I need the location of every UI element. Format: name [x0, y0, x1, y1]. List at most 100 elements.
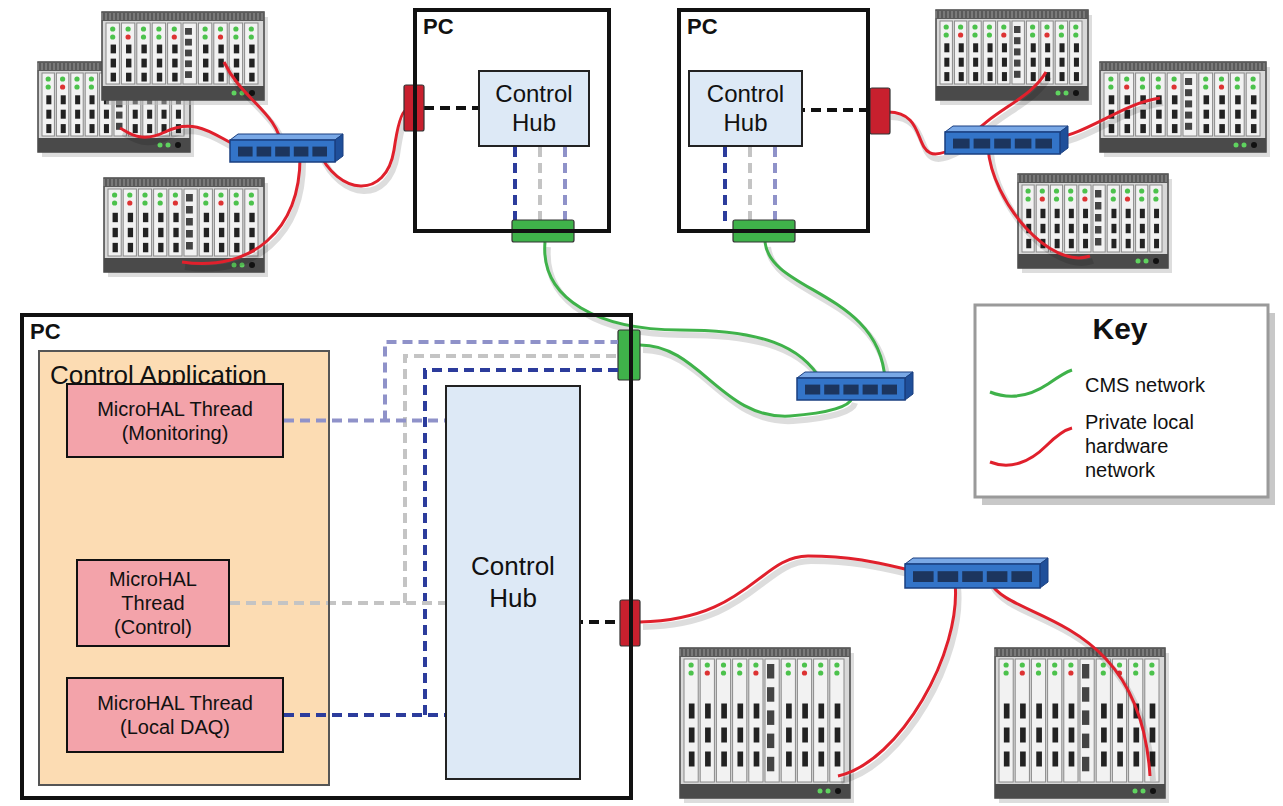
crate-vent: [688, 649, 689, 656]
node-label: MicroHAL Thread (Monitoring): [68, 394, 282, 448]
crate-vent: [800, 649, 801, 656]
crate-vent: [190, 13, 191, 20]
crate-button: [1153, 258, 1159, 264]
crate-vent: [78, 63, 79, 70]
crate-vent: [252, 179, 253, 186]
card: [138, 189, 151, 256]
crate-vent: [134, 13, 135, 20]
switch-port: [843, 385, 858, 395]
crate-vent: [1078, 175, 1079, 182]
card-slot: [75, 110, 80, 119]
crate-vent: [172, 179, 173, 186]
card-slot: [1074, 72, 1079, 81]
crate-vent: [1163, 649, 1164, 656]
card-slot: [143, 243, 148, 252]
card-slot: [1040, 224, 1045, 233]
crate-vent: [1080, 11, 1081, 18]
legend: [990, 370, 1072, 465]
card-slot: [973, 58, 978, 67]
card-led: [972, 24, 977, 29]
crate-led: [1141, 789, 1146, 794]
card-slot: [689, 704, 695, 719]
crate-vent: [1152, 63, 1153, 70]
card: [700, 659, 714, 782]
card-led: [1235, 76, 1240, 81]
crate-vent: [204, 179, 205, 186]
card-led: [987, 24, 992, 29]
crate-vent: [1026, 175, 1027, 182]
card-slot: [61, 95, 66, 104]
card-led: [234, 192, 239, 197]
card-slot: [249, 213, 254, 222]
card-port: [767, 664, 774, 679]
card-led: [1068, 670, 1073, 675]
crate-vent: [816, 649, 817, 656]
card-led: [158, 200, 163, 205]
crate: [936, 10, 1092, 105]
crate-vent: [812, 649, 813, 656]
card-slot: [1235, 124, 1241, 133]
crate-led: [1064, 91, 1069, 96]
crate-vent: [82, 63, 83, 70]
card-led: [1054, 188, 1059, 193]
card-led: [1068, 662, 1073, 667]
card-slot: [1117, 728, 1123, 743]
key-box: [975, 305, 1268, 497]
card-slot: [835, 704, 841, 719]
crate-vent: [226, 13, 227, 20]
card-slot: [133, 110, 138, 119]
card-slot: [1069, 752, 1075, 767]
card-slot: [1251, 110, 1257, 119]
thread-box: MicroHAL Thread (Control): [76, 559, 230, 647]
card-port: [1082, 664, 1089, 679]
card: [214, 189, 227, 256]
card-port: [185, 28, 192, 35]
card: [230, 189, 243, 256]
crate: [680, 648, 854, 803]
crate-vent: [1106, 175, 1107, 182]
card-slot: [113, 243, 118, 252]
card-slot: [818, 752, 824, 767]
crate-vent: [996, 11, 997, 18]
card-led: [112, 192, 117, 197]
crate-vent: [1112, 63, 1113, 70]
crate-button: [835, 788, 841, 794]
crate-vent: [1067, 649, 1068, 656]
crate-vent: [242, 13, 243, 20]
crate-vent: [984, 11, 985, 18]
crate-vent: [1035, 649, 1036, 656]
card-led: [218, 34, 223, 39]
crate-vent: [236, 179, 237, 186]
card-slot: [111, 59, 116, 68]
card-slot: [1156, 124, 1162, 133]
card-port: [186, 230, 193, 238]
card-port: [1185, 89, 1192, 96]
crate-top: [1100, 62, 1266, 71]
card-slot: [944, 58, 949, 67]
crate-vent: [1090, 175, 1091, 182]
crate-vent: [176, 179, 177, 186]
card-led: [127, 192, 132, 197]
internal-link: [563, 147, 567, 222]
crate-vent: [102, 13, 103, 20]
card-slot: [204, 213, 209, 222]
card-led: [1111, 188, 1116, 193]
thread-box: MicroHAL Thread (Monitoring): [66, 383, 284, 458]
card-led: [1001, 24, 1006, 29]
card-slot: [1204, 95, 1210, 104]
card-slot: [1052, 752, 1058, 767]
card-slot: [818, 704, 824, 719]
crate-vent: [1172, 63, 1173, 70]
card-slot: [988, 43, 993, 52]
card-slot: [1004, 752, 1010, 767]
card-led: [1156, 76, 1161, 81]
crate-vent: [1147, 649, 1148, 656]
crate-vent: [716, 649, 717, 656]
crate-vent: [1094, 175, 1095, 182]
card-led: [89, 84, 94, 89]
crate-base: [1100, 138, 1266, 152]
cable-shadow: [841, 587, 959, 781]
card-slot: [1020, 704, 1026, 719]
card-slot: [1109, 95, 1115, 104]
card-led: [172, 26, 177, 31]
